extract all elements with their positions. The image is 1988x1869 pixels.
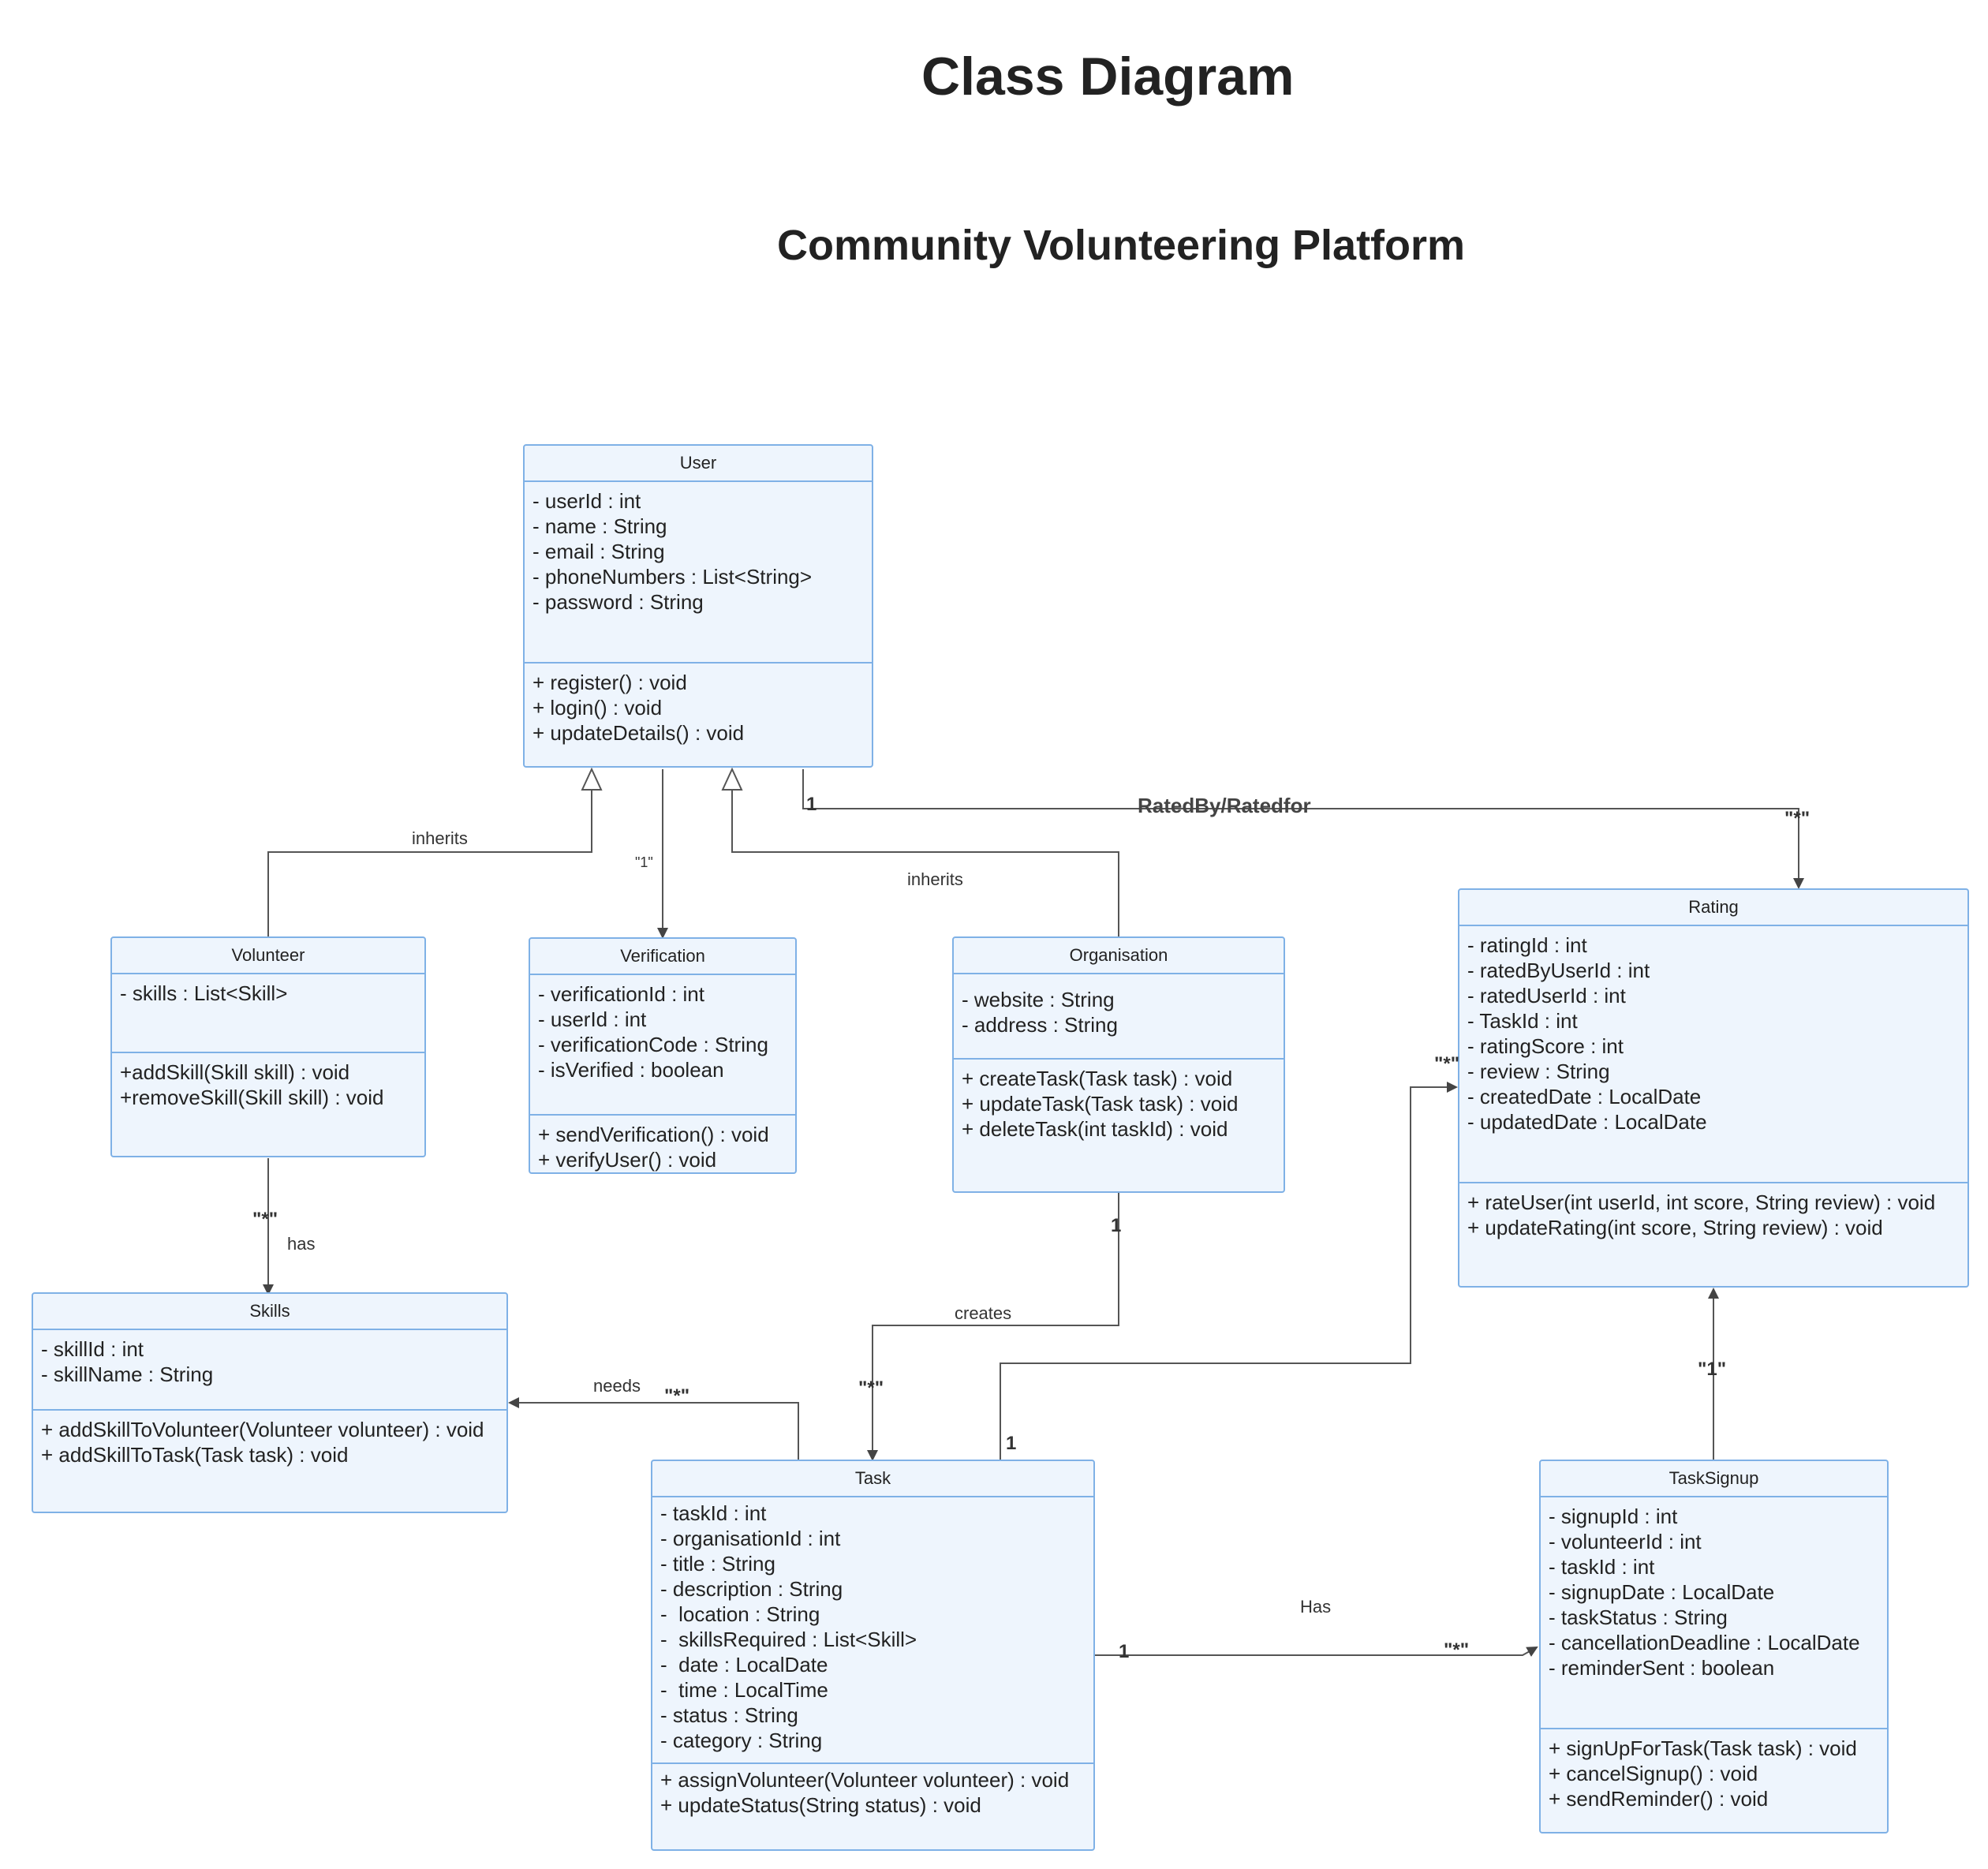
class-name: Task (652, 1461, 1093, 1497)
class-attributes: - userId : int - name : String - email :… (525, 482, 872, 663)
class-methods: + addSkillToVolunteer(Volunteer voluntee… (41, 1418, 484, 1467)
class-task[interactable]: Task - taskId : int - organisationId : i… (651, 1460, 1095, 1851)
class-methods: + rateUser(int userId, int score, String… (1467, 1191, 1936, 1239)
class-methods: + assignVolunteer(Volunteer volunteer) :… (660, 1768, 1070, 1817)
class-skills[interactable]: Skills - skillId : int - skillName : Str… (32, 1292, 508, 1513)
inherit-line-volunteer (267, 769, 592, 939)
class-name: Skills (33, 1294, 506, 1330)
class-name: User (525, 446, 872, 482)
class-name: TaskSignup (1541, 1461, 1887, 1497)
label-needs: needs (593, 1376, 641, 1396)
label-has-skills-many: "*" (252, 1209, 278, 1230)
label-inherits-volunteer: inherits (412, 828, 468, 848)
label-task-rating-many: "*" (1434, 1053, 1460, 1075)
assoc-organisation-task (867, 1193, 1119, 1461)
label-signup-rating-one: "1" (1698, 1359, 1727, 1380)
label-creates-many: "*" (858, 1377, 884, 1399)
class-user[interactable]: User - userId : int - name : String - em… (523, 444, 873, 768)
label-has-skills: has (287, 1234, 316, 1254)
class-methods: + createTask(Task task) : void + updateT… (962, 1067, 1239, 1141)
class-organisation[interactable]: Organisation - website : String - addres… (952, 936, 1285, 1193)
class-methods: +addSkill(Skill skill) : void +removeSki… (120, 1060, 384, 1109)
label-has-signup: Has (1300, 1597, 1332, 1617)
class-verification[interactable]: Verification - verificationId : int - us… (529, 937, 797, 1174)
class-tasksignup[interactable]: TaskSignup - signupId : int - volunteerI… (1539, 1460, 1889, 1833)
class-attributes: - ratingId : int - ratedByUserId : int -… (1459, 926, 1967, 1183)
class-attributes: - skills : List<Skill> (112, 974, 424, 1053)
label-creates: creates (955, 1303, 1012, 1323)
assoc-user-rating (802, 769, 1804, 889)
inherit-line-organisation (732, 769, 1119, 939)
label-has-signup-one: 1 (1119, 1641, 1130, 1662)
class-methods: + register() : void + login() : void + u… (532, 671, 745, 745)
assoc-task-signup (1095, 1647, 1538, 1657)
label-inherits-organisation: inherits (907, 869, 963, 889)
class-name: Volunteer (112, 938, 424, 974)
label-has-signup-many: "*" (1444, 1639, 1470, 1661)
label-creates-one: 1 (1111, 1215, 1122, 1236)
label-rated-by: RatedBy/Ratedfor (1138, 794, 1311, 817)
diagram-title: Class Diagram (921, 47, 1295, 107)
class-rating[interactable]: Rating - ratingId : int - ratedByUserId … (1458, 888, 1969, 1288)
label-rated-one: 1 (806, 794, 817, 815)
label-rated-many: "*" (1784, 808, 1810, 829)
class-volunteer[interactable]: Volunteer - skills : List<Skill> +addSki… (110, 936, 426, 1157)
class-methods: + signUpForTask(Task task) : void + canc… (1549, 1736, 1857, 1811)
class-attributes: - website : String - address : String (954, 974, 1284, 1060)
class-attributes: - signupId : int - volunteerId : int - t… (1541, 1497, 1887, 1729)
label-task-rating-one: 1 (1006, 1433, 1017, 1454)
class-attributes: - skillId : int - skillName : String (33, 1330, 506, 1411)
class-attributes: - taskId : int - organisationId : int - … (652, 1497, 1093, 1764)
label-needs-many: "*" (664, 1385, 690, 1407)
diagram-subtitle: Community Volunteering Platform (777, 222, 1466, 269)
assoc-task-rating (1000, 1082, 1458, 1460)
class-name: Organisation (954, 938, 1284, 974)
class-methods: + sendVerification() : void + verifyUser… (538, 1123, 769, 1172)
label-verification-multiplicity: "1" (635, 854, 653, 870)
class-name: Rating (1459, 890, 1967, 926)
assoc-task-skills (508, 1397, 799, 1460)
class-name: Verification (530, 939, 795, 975)
class-attributes: - verificationId : int - userId : int - … (530, 975, 795, 1116)
